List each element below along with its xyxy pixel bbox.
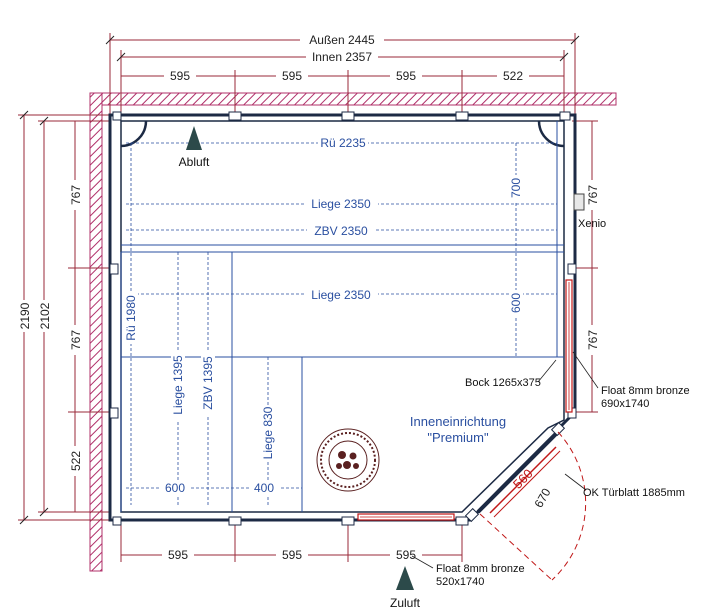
rue-1980-label: Rü 1980	[124, 295, 138, 341]
h-400-label: 400	[254, 481, 274, 495]
abluft-vent: Abluft	[179, 126, 210, 169]
liege-830-label: Liege 830	[261, 406, 275, 459]
bottom-segment-2: 595	[282, 548, 302, 562]
xenio-box	[573, 193, 585, 211]
bock-label: Bock 1265x375	[465, 377, 541, 389]
door-560-label: 560	[510, 466, 536, 492]
top-segment-3: 595	[396, 69, 416, 83]
top-segment-4: 522	[503, 69, 523, 83]
zuluft-vent: Zuluft	[390, 566, 421, 610]
corner-posts	[120, 120, 565, 148]
left-inner-label: 2102	[38, 302, 52, 329]
abluft-triangle-icon	[186, 126, 202, 150]
bottom-segment-1: 595	[168, 548, 188, 562]
dimension-ticks	[19, 35, 580, 525]
liege-2350-top-label: Liege 2350	[311, 197, 371, 211]
left-segment-2: 767	[69, 330, 83, 350]
top-segment-1: 595	[170, 69, 190, 83]
left-segment-1: 767	[69, 185, 83, 205]
float-bottom-line1: Float 8mm bronze	[436, 563, 525, 575]
float-right-line1: Float 8mm bronze	[601, 385, 690, 397]
h-600-label: 600	[165, 481, 185, 495]
v-600-label: 600	[509, 293, 523, 313]
panel-connectors	[109, 111, 577, 526]
abluft-label: Abluft	[179, 155, 210, 169]
top-segment-2: 595	[282, 69, 302, 83]
float-bottom-line2: 520x1740	[436, 576, 484, 588]
liege-2350-mid-label: Liege 2350	[311, 288, 371, 302]
bottom-segment-3: 595	[396, 548, 416, 562]
inner-width-label: Innen 2357	[312, 50, 372, 64]
dimension-labels: Außen 2445 Innen 2357 595 595 595 522 59…	[17, 32, 600, 562]
xenio-control: Xenio	[573, 193, 606, 230]
door-leaf-label: OK Türblatt 1885mm	[583, 487, 685, 499]
building-walls	[89, 92, 617, 572]
zuluft-label: Zuluft	[390, 596, 421, 610]
rue-2235-label: Rü 2235	[320, 136, 366, 150]
interior-line1: Inneneinrichtung	[410, 414, 506, 429]
zuluft-triangle-icon	[396, 566, 414, 590]
left-outer-label: 2190	[18, 302, 32, 329]
bench-labels: Rü 2235 Liege 2350 ZBV 2350 Liege 2350 7…	[124, 135, 523, 495]
top-wall-hatch	[89, 92, 617, 106]
liege-1395-label: Liege 1395	[171, 355, 185, 415]
diagonal-door: 560 670 OK Türblatt 1885mm	[464, 421, 685, 581]
right-segment-1: 767	[586, 185, 600, 205]
bottom-window: Float 8mm bronze 520x1740	[357, 513, 525, 588]
left-segment-3: 522	[69, 451, 83, 471]
float-right-line2: 690x1740	[601, 398, 649, 410]
xenio-label: Xenio	[578, 218, 606, 230]
zbv-1395-label: ZBV 1395	[201, 356, 215, 410]
v-700-label: 700	[509, 178, 523, 198]
float-right-annotation: Float 8mm bronze 690x1740	[572, 351, 690, 410]
bock-annotation: Bock 1265x375	[465, 359, 557, 389]
right-window	[565, 279, 573, 413]
outer-width-label: Außen 2445	[309, 33, 375, 47]
interior-line2: "Premium"	[427, 430, 489, 445]
right-segment-2: 767	[586, 330, 600, 350]
stove-icon	[316, 428, 380, 492]
benches	[120, 121, 564, 512]
zbv-2350-label: ZBV 2350	[314, 224, 368, 238]
left-wall-hatch	[89, 92, 103, 572]
interior-label: Inneneinrichtung "Premium"	[410, 414, 506, 445]
